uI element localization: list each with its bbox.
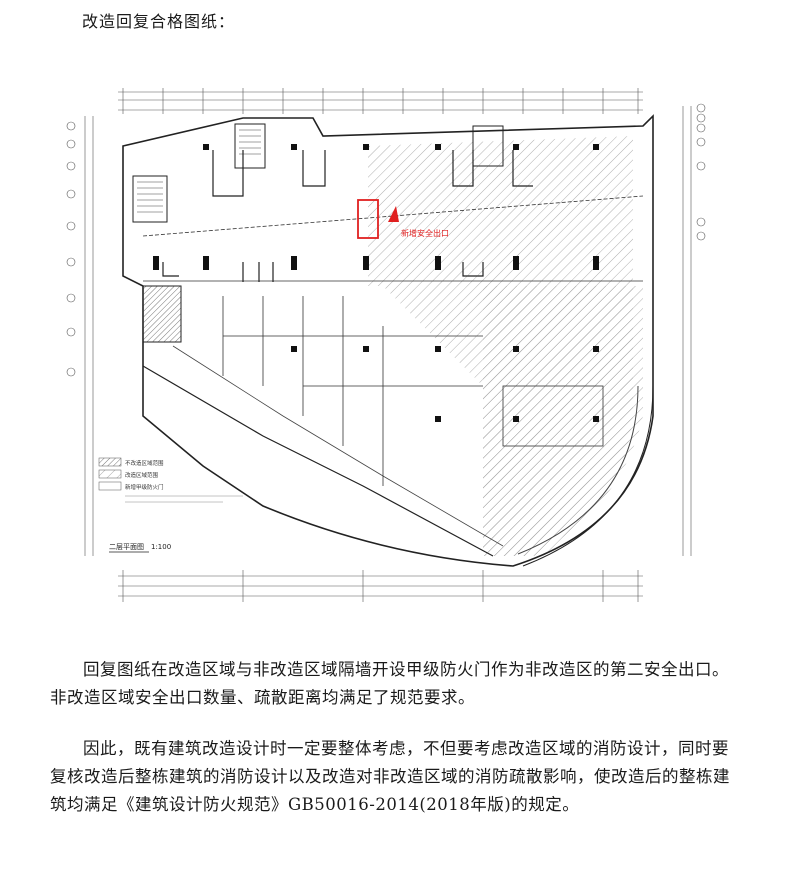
curved-facade-band	[517, 385, 639, 555]
left-axis-bubbles	[66, 121, 76, 377]
svg-text:1:100: 1:100	[151, 543, 171, 551]
stair-left	[132, 175, 168, 223]
side-dimension-lines	[84, 106, 692, 556]
new-exit-arrow-icon	[388, 206, 399, 222]
svg-text:新增甲级防火门: 新增甲级防火门	[125, 483, 164, 491]
lower-partitions	[222, 296, 604, 486]
bottom-dimension-lines	[118, 570, 643, 602]
svg-text:不改造区域范围: 不改造区域范围	[125, 459, 164, 467]
top-dimension-ticks	[122, 88, 639, 114]
svg-text:二层平面图: 二层平面图	[109, 543, 144, 551]
document-heading: 改造回复合格图纸：	[82, 12, 236, 31]
right-axis-bubbles	[696, 103, 706, 241]
unit-rooms	[162, 150, 533, 282]
floor-plan-drawing: 新增安全出口 不改造区域范围 改造区域范围 新增甲级防火门 二层平面图 1:10…	[63, 86, 709, 616]
modified-area-lower	[483, 286, 643, 556]
top-dimension-lines	[118, 91, 643, 111]
plan-title: 二层平面图 1:100	[109, 543, 171, 553]
paragraph-reply-drawing: 回复图纸在改造区域与非改造区域隔墙开设甲级防火门作为非改造区的第二安全出口。非改…	[50, 660, 729, 707]
new-exit-label: 新增安全出口	[401, 228, 449, 238]
building-outline	[122, 114, 654, 567]
corridor-line	[142, 195, 644, 237]
stair-right	[472, 125, 504, 167]
svg-text:改造区域范围: 改造区域范围	[125, 471, 159, 479]
new-exit-highlight	[357, 199, 379, 239]
legend: 不改造区域范围 改造区域范围 新增甲级防火门	[98, 457, 243, 503]
curved-facade	[522, 385, 654, 567]
stair-lower	[142, 285, 182, 343]
stair-top	[234, 123, 266, 169]
structural-columns	[153, 144, 599, 422]
diagonal-facade	[142, 365, 494, 557]
paragraph-conclusion: 因此，既有建筑改造设计时一定要整体考虑，不但要考虑改造区域的消防设计，同时要复核…	[50, 739, 730, 814]
diagonal-facade-inner	[172, 345, 504, 547]
